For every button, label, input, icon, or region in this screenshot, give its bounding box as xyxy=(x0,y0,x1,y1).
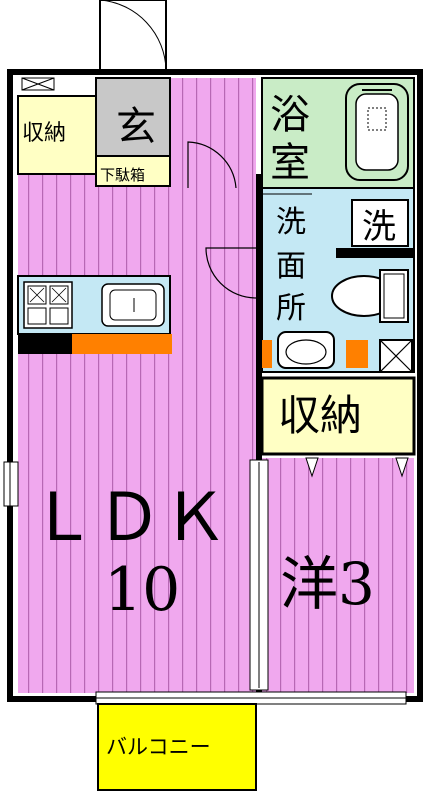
label-washroom-1: 洗 xyxy=(276,205,306,240)
washbasin-icon xyxy=(277,331,335,369)
label-storage-mid: 収納 xyxy=(278,391,362,440)
western-room-floor xyxy=(262,458,414,693)
label-washer: 洗 xyxy=(362,207,396,247)
washroom-accent-left xyxy=(262,340,272,368)
label-ldk-size: 10 xyxy=(104,555,180,625)
label-ldk: ＬＤＫ xyxy=(30,479,228,556)
stove-icon xyxy=(23,281,73,329)
storage-top xyxy=(17,95,97,175)
label-washroom-3: 所 xyxy=(276,291,306,326)
label-balcony: バルコニー xyxy=(106,735,211,759)
ldk-floor xyxy=(18,174,256,693)
hall-door xyxy=(187,141,237,189)
sink-icon xyxy=(101,283,165,327)
washroom-wall-divider xyxy=(336,248,414,258)
kitchen-wall xyxy=(18,334,72,354)
washer-space xyxy=(351,199,409,247)
balcony xyxy=(97,703,257,791)
shoe-box xyxy=(95,155,171,187)
label-storage-top: 収納 xyxy=(22,121,66,146)
hall-floor xyxy=(170,78,256,188)
partition-wall xyxy=(256,174,262,693)
label-bath-1: 浴 xyxy=(270,92,310,138)
storage-mid xyxy=(260,376,416,456)
bottom-window xyxy=(95,691,407,705)
left-window xyxy=(3,461,19,507)
label-washroom-2: 面 xyxy=(276,249,306,284)
label-entrance: 玄 xyxy=(116,104,156,150)
toilet-icon xyxy=(331,269,409,323)
closet-door-markers xyxy=(305,457,409,478)
entrance-door xyxy=(99,0,167,73)
shaft-box xyxy=(379,339,413,373)
kitchen-accent xyxy=(72,334,172,354)
washroom-door xyxy=(205,247,257,299)
bathtub-icon xyxy=(345,83,409,181)
label-bath-2: 室 xyxy=(270,140,310,186)
washroom-accent-right xyxy=(346,340,368,368)
entrance-floor xyxy=(95,77,171,157)
label-shoe-box: 下駄箱 xyxy=(100,166,145,184)
label-western: 洋3 xyxy=(280,550,375,618)
